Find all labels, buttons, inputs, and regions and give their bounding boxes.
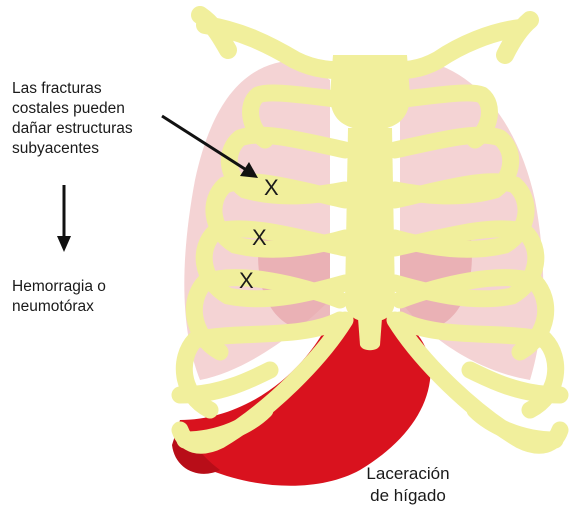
- down-arrow-head: [57, 236, 71, 252]
- sternum-body: [345, 128, 395, 322]
- fracture-annotation-line: Las fracturas: [12, 79, 133, 99]
- fracture-mark: X: [252, 227, 267, 249]
- liver-annotation-line: Laceración: [343, 463, 473, 485]
- liver-annotation: Laceración de hígado: [343, 463, 473, 507]
- xiphoid-process: [358, 318, 382, 350]
- fracture-mark: X: [239, 270, 254, 292]
- consequence-annotation: Hemorragia o neumotórax: [12, 277, 106, 317]
- consequence-annotation-line: neumotórax: [12, 297, 106, 317]
- fracture-mark: X: [264, 177, 279, 199]
- consequence-annotation-line: Hemorragia o: [12, 277, 106, 297]
- fracture-annotation-line: costales pueden: [12, 99, 133, 119]
- fracture-annotation-line: dañar estructuras: [12, 119, 133, 139]
- rib-lower-right-2: [475, 410, 555, 440]
- liver-annotation-line: de hígado: [343, 485, 473, 507]
- manubrium: [330, 55, 410, 130]
- fracture-annotation: Las fracturas costales pueden dañar estr…: [12, 79, 133, 159]
- fracture-annotation-line: subyacentes: [12, 139, 133, 159]
